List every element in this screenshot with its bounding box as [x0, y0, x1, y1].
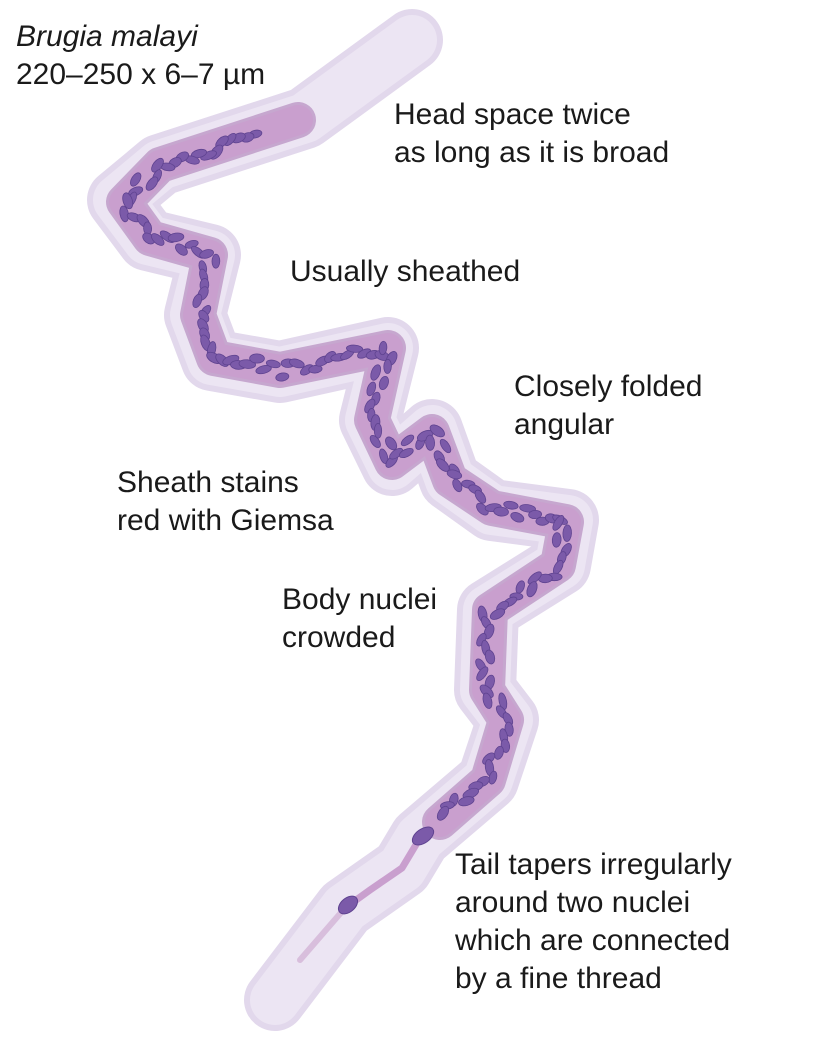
annotation-line: as long as it is broad: [394, 136, 670, 169]
tail-nucleus-lower: [337, 895, 359, 915]
body-nucleus: [255, 365, 272, 375]
figure-title: Brugia malayi 220–250 x 6–7 µm: [16, 18, 265, 94]
body-nucleus: [551, 532, 562, 548]
body-nucleus: [288, 358, 305, 369]
body-nucleus: [482, 692, 493, 709]
annotation-line: Closely folded: [514, 370, 703, 403]
body-nucleus: [488, 770, 498, 785]
body-nucleus: [370, 364, 382, 381]
body-nucleus: [385, 436, 398, 451]
body-nucleus: [436, 805, 450, 821]
body-nucleus: [275, 372, 290, 382]
annotation-line: angular: [514, 408, 615, 441]
tail-nucleus-upper: [411, 826, 435, 846]
annotation-line: Usually sheathed: [290, 255, 521, 288]
annotation-line: Head space twice: [394, 98, 631, 131]
body-nucleus: [503, 500, 519, 510]
body-nucleus: [346, 344, 364, 353]
body-nuclei-annotation: Body nuclei crowded: [282, 581, 437, 657]
body-nucleus: [150, 233, 165, 246]
body-nucleus: [369, 435, 381, 448]
body-nucleus: [429, 424, 445, 438]
species-size: 220–250 x 6–7 µm: [16, 58, 266, 91]
body-nucleus: [211, 253, 221, 269]
annotation-line: crowded: [282, 621, 396, 654]
body-nucleus: [552, 515, 565, 531]
sheathed-annotation: Usually sheathed: [290, 253, 520, 291]
body-nucleus: [519, 504, 536, 513]
body-nucleus: [510, 512, 525, 523]
body-nucleus: [389, 447, 404, 460]
body-nucleus: [398, 447, 414, 459]
body-nucleus: [383, 358, 392, 374]
body-nucleus: [489, 608, 506, 620]
body-nucleus: [378, 340, 388, 356]
annotation-line: which are connected: [455, 924, 731, 957]
body-nucleus: [452, 478, 463, 493]
body-nucleus: [528, 509, 542, 520]
annotation-line: by a fine thread: [455, 962, 662, 995]
body-nucleus: [476, 666, 489, 681]
annotation-line: red with Giemsa: [117, 504, 334, 537]
body-nucleus: [458, 796, 475, 807]
body-nucleus: [199, 249, 214, 259]
tail-nuclei-group: [337, 826, 435, 915]
species-name: Brugia malayi: [16, 20, 198, 53]
body-nucleus: [249, 353, 265, 364]
body-nucleus: [527, 571, 542, 585]
body-nucleus: [526, 581, 538, 598]
body-nucleus: [200, 150, 217, 161]
body-nucleus: [130, 172, 142, 187]
annotation-line: around two nuclei: [455, 886, 691, 919]
annotation-line: Tail tapers irregularly: [455, 848, 732, 881]
body-nucleus: [493, 506, 509, 517]
body-nucleus: [476, 502, 489, 516]
body-nucleus: [265, 359, 281, 369]
body-nucleus: [474, 489, 487, 504]
body-nucleus: [167, 232, 185, 243]
body-nucleus: [425, 434, 436, 451]
body-nucleus: [145, 176, 159, 191]
body-nucleus: [122, 192, 134, 210]
body-nucleus: [446, 469, 463, 480]
folded-annotation: Closely folded angular: [514, 368, 702, 444]
body-nucleus: [151, 157, 164, 173]
sheath-stain-annotation: Sheath stains red with Giemsa: [117, 464, 334, 540]
head-space-annotation: Head space twice as long as it is broad: [394, 96, 669, 172]
body-nucleus: [562, 524, 572, 542]
body-nucleus: [494, 745, 504, 760]
body-nucleus: [439, 438, 452, 454]
body-nucleus: [484, 649, 496, 665]
body-nucleus: [366, 381, 377, 397]
annotation-line: Sheath stains: [117, 466, 299, 499]
tail-annotation: Tail tapers irregularly around two nucle…: [455, 846, 732, 998]
body-nucleus: [378, 376, 389, 390]
body-nucleus: [400, 434, 415, 447]
body-nuclei-group: [119, 129, 572, 821]
annotation-line: Body nuclei: [282, 583, 438, 616]
body-nucleus: [483, 623, 495, 640]
tail-tip: [297, 905, 348, 963]
body-nucleus: [308, 364, 323, 374]
body-nucleus: [175, 243, 188, 256]
body-nucleus: [192, 293, 203, 308]
